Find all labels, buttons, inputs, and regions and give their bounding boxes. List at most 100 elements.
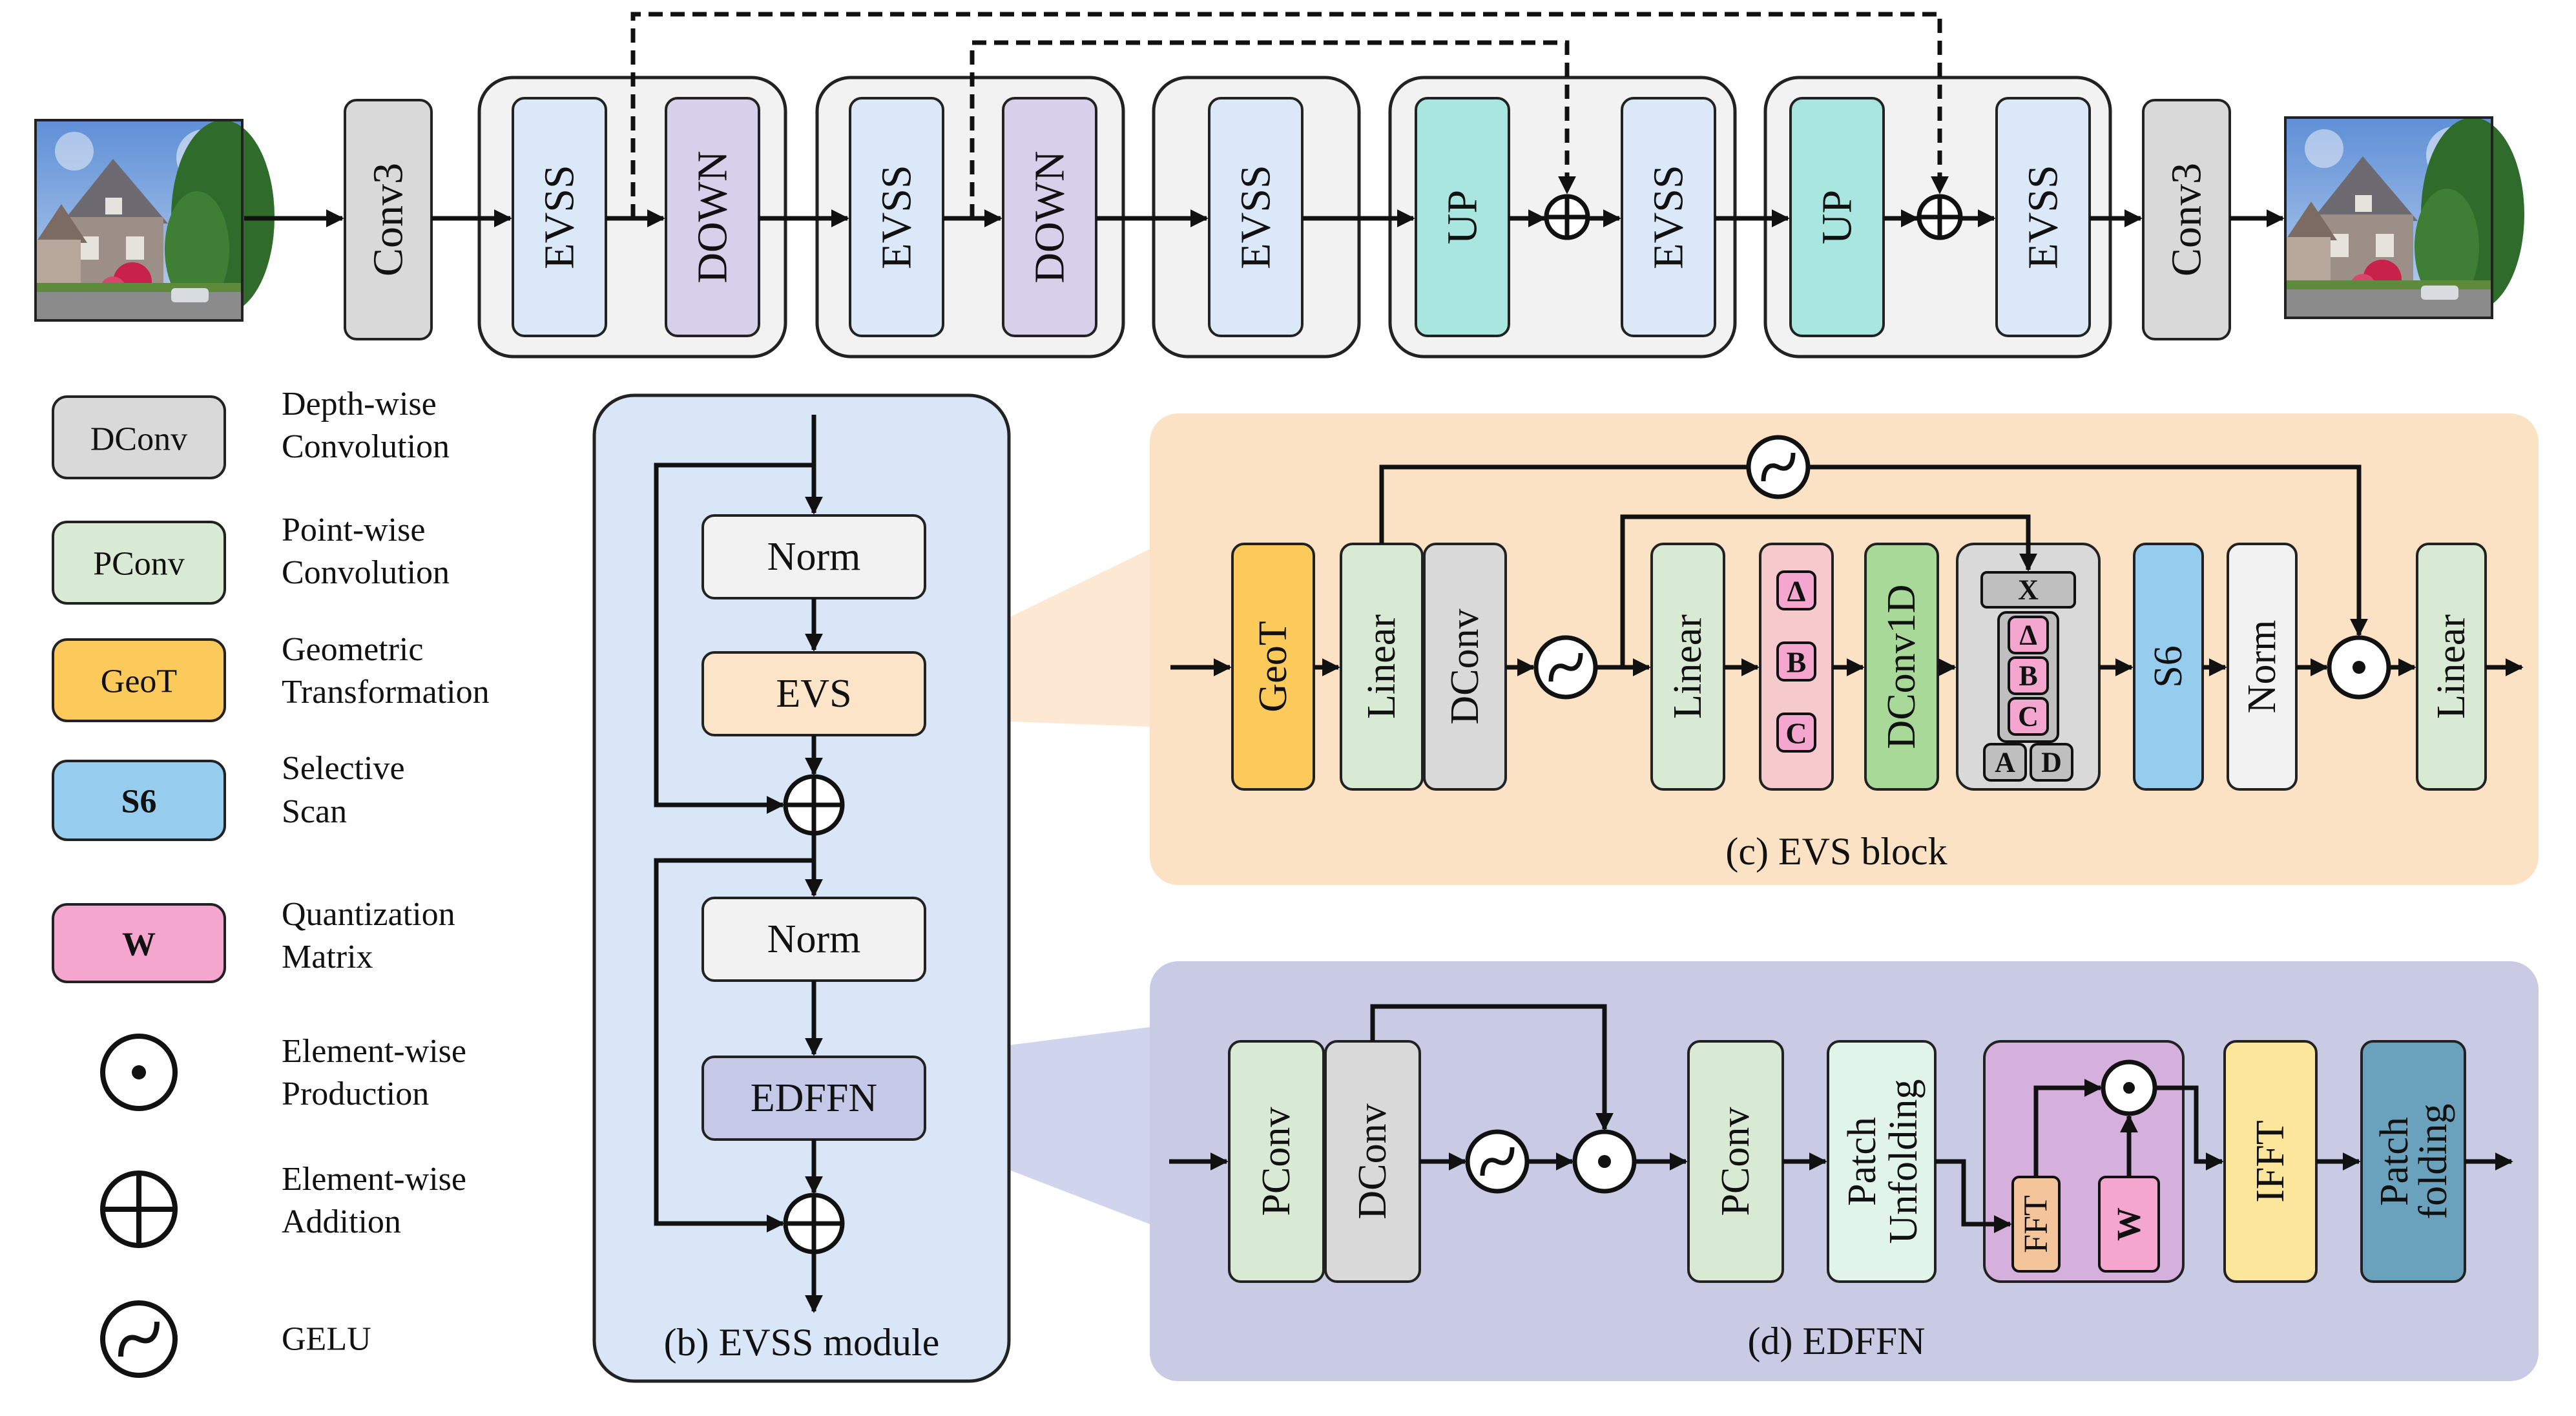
evs-a-label: A: [1995, 747, 2015, 778]
evs-dconv-label: DConv: [1443, 609, 1487, 724]
evs-geot-label: GeoT: [1251, 621, 1295, 712]
evs-x-label: X: [2018, 574, 2039, 606]
skip-connections: [630, 12, 1949, 218]
evs-inner-c-chip: [2008, 697, 2049, 736]
legend-dconv-line1: Depth-wise: [282, 386, 437, 422]
legend-s6-line1: Selective: [282, 750, 405, 787]
edffn-ifft-label: IFFT: [2249, 1120, 2292, 1202]
up-block-2-label: UP: [1814, 190, 1861, 244]
evs-inner-c-label: C: [2018, 701, 2039, 733]
evs-b-label: B: [1787, 646, 1807, 679]
legend-geot-swatch: [52, 638, 226, 722]
legend-pconv-line1: Point-wise: [282, 512, 425, 548]
evs-c-chip: [1776, 713, 1816, 753]
evs-gelu-icon-2: [1746, 435, 1811, 499]
evss-norm2-label: Norm: [767, 917, 861, 961]
evs-linear2-label: Linear: [1666, 614, 1710, 719]
evs-delta-chip: [1776, 570, 1816, 610]
evss-add-symbol-1: [783, 774, 845, 836]
evss-block-3-label: EVSS: [1232, 165, 1280, 269]
legend-addition-line2: Addition: [282, 1203, 401, 1240]
evs-c-label: C: [1785, 717, 1807, 750]
evs-gelu-icon-1: [1533, 635, 1598, 700]
legend-w-line1: Quantization: [282, 896, 455, 933]
edffn-fft-label: FFT: [2018, 1195, 2055, 1253]
legend-pconv-swatch: [52, 521, 226, 605]
evs-arrows: [1170, 464, 2524, 676]
evs-d-label: D: [2041, 747, 2062, 778]
evs-a-chip: [1983, 743, 2027, 782]
evs-inner-b-chip: [2008, 656, 2049, 695]
conv3-in-label: Conv3: [365, 163, 412, 276]
pipeline-add-symbol-2: [1916, 194, 1963, 240]
edffn-pconv1-label: PConv: [1254, 1107, 1298, 1216]
evs-production-symbol: [2327, 635, 2391, 700]
evss-block-1-label: EVSS: [536, 165, 583, 269]
evs-b-chip: [1776, 641, 1816, 682]
evs-x-chip: [1980, 571, 2076, 609]
evss-norm1-label: Norm: [767, 535, 861, 579]
evs-norm-label: Norm: [2240, 620, 2284, 714]
evss-add-symbol-2: [783, 1192, 845, 1255]
legend-s6-swatch: [52, 760, 226, 841]
legend-production-line2: Production: [282, 1076, 429, 1112]
evs-block-caption: (c) EVS block: [1725, 830, 1947, 873]
legend-addition-icon: [100, 1171, 178, 1248]
edffn-caption: (d) EDFFN: [1747, 1320, 1925, 1362]
legend-production-icon: [100, 1034, 178, 1111]
edffn-pconv2-label: PConv: [1714, 1107, 1758, 1216]
legend-s6-line2: Scan: [282, 793, 347, 830]
pipeline-add-symbol-1: [1544, 194, 1590, 240]
down-block-1-label: DOWN: [689, 151, 736, 283]
legend-dconv-symbol: DConv: [90, 421, 187, 458]
edffn-panel: PConv DConv PConv Patch Unfolding FFT W …: [1150, 961, 2539, 1381]
legend-dconv-swatch: [52, 395, 226, 479]
legend-dconv-line2: Convolution: [282, 428, 450, 465]
edffn-dconv-label: DConv: [1351, 1103, 1395, 1219]
edffn-unfolding-label-2: Unfolding: [1882, 1079, 1926, 1244]
evs-inner-delta-label: Δ: [2019, 620, 2037, 651]
up-block-1-label: UP: [1439, 190, 1486, 244]
evss-block-4-label: EVSS: [1645, 165, 1692, 269]
legend-geot-line2: Transformation: [282, 674, 490, 711]
evs-delta-label: Δ: [1787, 575, 1806, 608]
input-image: [34, 119, 275, 322]
edffn-unfolding-label-1: Patch: [1840, 1117, 1884, 1206]
evs-s6-label: S6: [2146, 645, 2190, 687]
evss-arrows: [654, 415, 823, 1313]
legend-gelu-icon: [100, 1300, 178, 1378]
edffn-folding-label-2: folding: [2411, 1103, 2455, 1219]
legend-s6-symbol: S6: [121, 784, 157, 820]
edffn-production-symbol-1: [1572, 1129, 1637, 1194]
legend-pconv-line2: Convolution: [282, 554, 450, 591]
evss-edffn-label: EDFFN: [751, 1076, 877, 1120]
evs-d-chip: [2030, 743, 2073, 782]
conv3-out-label: Conv3: [2163, 163, 2210, 276]
legend-addition-line1: Element-wise: [282, 1161, 466, 1198]
down-block-2-label: DOWN: [1026, 151, 1074, 283]
legend-geot-line1: Geometric: [282, 631, 423, 668]
evss-block-5-label: EVSS: [2020, 165, 2067, 269]
legend-w-swatch: [52, 903, 226, 983]
encoder-decoder-pipeline: Conv3 EVSS DOWN EVSS DOWN EVSS UP EVSS U…: [34, 12, 2524, 359]
legend-gelu-label: GELU: [282, 1321, 371, 1358]
evss-module-panel: Norm EVS Norm EDFFN (b) EVSS: [592, 393, 1011, 1383]
edffn-folding-label-1: Patch: [2373, 1117, 2416, 1206]
evss-evs-label: EVS: [776, 672, 851, 716]
edffn-gelu-icon: [1465, 1129, 1530, 1194]
legend-geot-symbol: GeoT: [101, 663, 177, 700]
edffn-w-label: W: [2111, 1207, 2148, 1241]
edffn-arrows: [1169, 1004, 2513, 1233]
evs-block-panel: GeoT Linear DConv Linear Δ B C DConv1D X: [1150, 413, 2539, 885]
edffn-production-symbol-2: [2101, 1059, 2157, 1116]
edffn-pconv1-block: [1228, 1040, 1325, 1283]
evs-linear1-label: Linear: [1360, 614, 1404, 719]
evs-linear3-label: Linear: [2429, 614, 2473, 719]
legend-w-line2: Matrix: [282, 939, 373, 975]
output-image: [2284, 116, 2524, 319]
legend: DConv Depth-wise Convolution PConv Point…: [52, 386, 490, 1378]
evs-dconv1d-label: DConv1D: [1880, 585, 1924, 749]
evss-block-2-label: EVSS: [873, 165, 920, 269]
evs-inner-delta-chip: [2008, 616, 2049, 654]
